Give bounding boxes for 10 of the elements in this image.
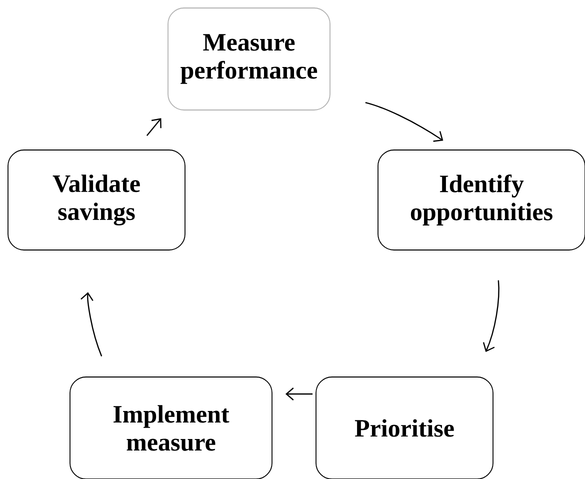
process-box: Measure performance xyxy=(168,8,330,110)
process-box: Validate savings xyxy=(8,150,186,250)
arrow xyxy=(146,118,162,136)
arrow xyxy=(482,280,500,352)
arrow xyxy=(365,102,444,142)
process-box: Identify opportunities xyxy=(378,150,585,250)
arrow xyxy=(285,388,313,400)
process-box: Implement measure xyxy=(70,376,272,479)
arrow xyxy=(80,292,102,356)
process-box: Prioritise xyxy=(316,376,494,479)
